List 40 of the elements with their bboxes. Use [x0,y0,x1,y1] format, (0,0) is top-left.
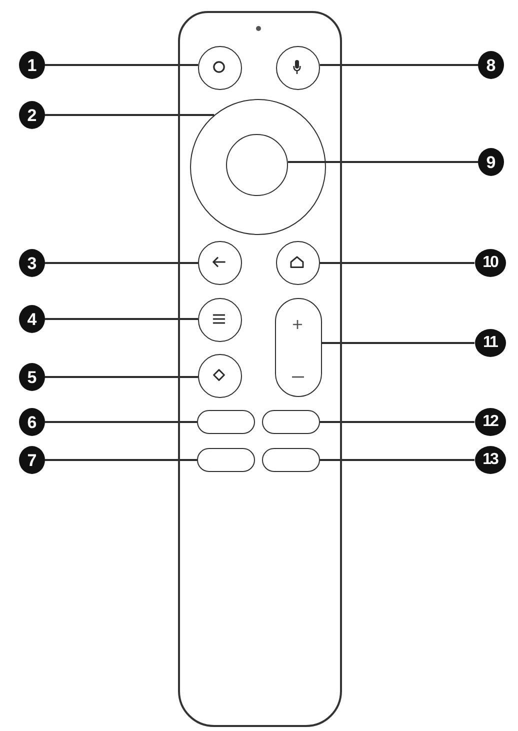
callout-number: 10 [474,249,506,277]
leader-line [45,459,197,461]
callout-number: 4 [19,305,45,333]
microphone-button [276,46,320,90]
leader-line [322,342,474,344]
app-button [197,410,255,434]
callout-number: 12 [474,408,506,436]
leader-line [45,64,198,66]
callout-number: 6 [19,408,45,436]
dpad-ring [190,99,326,235]
callout-number: 5 [19,363,45,391]
callout-number: 2 [19,101,45,129]
leader-line [45,421,197,423]
leader-line [45,318,198,320]
app-button [197,448,255,472]
menu-button [198,298,242,342]
callout-number: 1 [19,51,45,79]
leader-line [320,64,478,66]
callout-number: 8 [478,51,504,79]
power-button [198,46,242,90]
leader-line [45,376,198,378]
callout-number: 3 [19,249,45,277]
round-button [198,354,242,398]
leader-line [320,262,474,264]
remote-body [178,11,342,727]
home-button [276,241,320,285]
leader-line [320,421,474,423]
back-button [198,241,242,285]
callout-number: 13 [474,446,506,474]
app-button [262,410,320,434]
leader-line [320,459,474,461]
ok-button [226,134,288,196]
callout-number: 7 [19,446,45,474]
app-button [262,448,320,472]
volume-rocker [275,298,322,397]
callout-number: 11 [474,329,506,357]
leader-line [288,161,478,163]
leader-line [45,262,198,264]
callout-number: 9 [478,148,504,176]
leader-line [45,114,214,116]
